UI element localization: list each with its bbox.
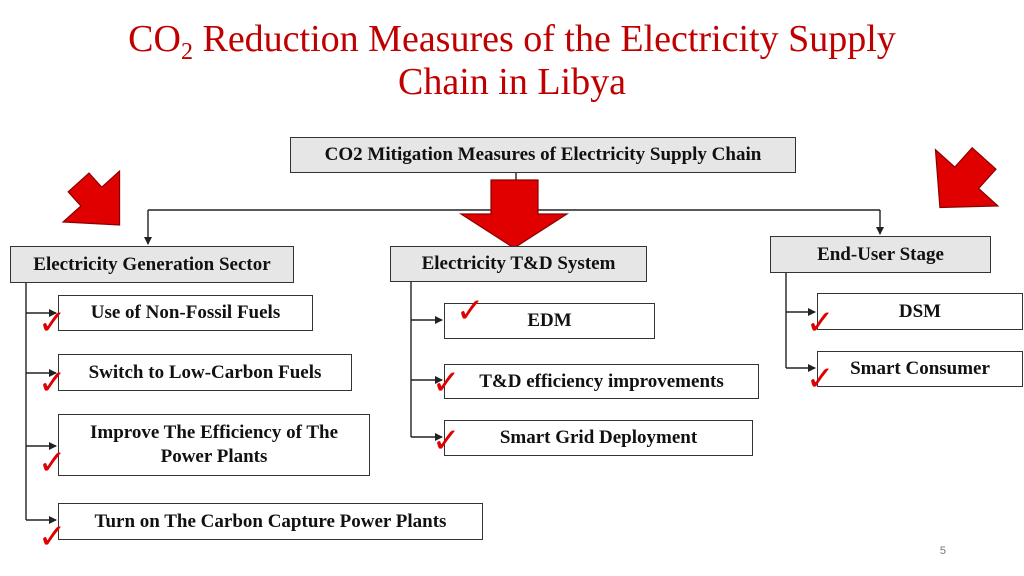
item-smart-consumer: Smart Consumer — [817, 351, 1023, 387]
item-td-efficiency: T&D efficiency improvements — [444, 364, 759, 399]
check-icon: ✓ — [456, 291, 485, 331]
check-icon: ✓ — [806, 359, 835, 399]
check-icon: ✓ — [38, 363, 67, 403]
slide-title: CO2 Reduction Measures of the Electricit… — [0, 18, 1024, 104]
category-generation: Electricity Generation Sector — [10, 246, 294, 283]
title-subscript: 2 — [180, 39, 193, 65]
big-arrow-center — [458, 179, 570, 249]
root-node: CO2 Mitigation Measures of Electricity S… — [290, 137, 796, 173]
item-smart-grid: Smart Grid Deployment — [444, 420, 753, 456]
item-carbon-capture: Turn on The Carbon Capture Power Plants — [58, 503, 483, 540]
page-number: 5 — [939, 545, 946, 557]
item-edm: EDM — [444, 303, 655, 339]
category-td: Electricity T&D System — [390, 246, 647, 282]
item-power-plant-efficiency: Improve The Efficiency of The Power Plan… — [58, 414, 370, 476]
check-icon: ✓ — [806, 303, 835, 343]
check-icon: ✓ — [38, 443, 67, 483]
title-line-2: Chain in Libya — [398, 61, 626, 103]
title-line-1: CO2 Reduction Measures of the Electricit… — [128, 18, 896, 65]
check-icon: ✓ — [432, 363, 461, 403]
category-enduser: End-User Stage — [770, 236, 991, 273]
check-icon: ✓ — [38, 303, 67, 343]
check-icon: ✓ — [38, 517, 67, 557]
check-icon: ✓ — [432, 421, 461, 461]
big-arrow-left — [61, 169, 121, 226]
item-low-carbon-fuels: Switch to Low-Carbon Fuels — [58, 354, 352, 391]
big-arrow-right — [934, 146, 1000, 209]
item-non-fossil-fuels: Use of Non-Fossil Fuels — [58, 295, 313, 331]
item-dsm: DSM — [817, 293, 1023, 330]
